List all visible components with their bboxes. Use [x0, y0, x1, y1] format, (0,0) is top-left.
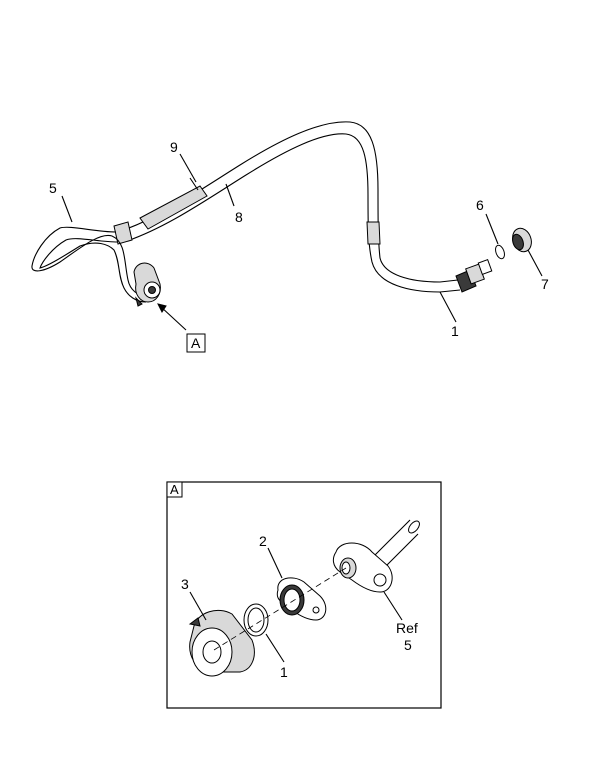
detail-fitting-3 — [188, 610, 255, 677]
detail-label-box — [166, 481, 183, 498]
detail-callout-1: 1 — [280, 664, 288, 680]
callout-6: 6 — [476, 197, 484, 213]
hose-outline-bottom — [123, 133, 461, 293]
detail-label: A — [170, 482, 179, 497]
leader-lines-main — [61, 153, 543, 331]
tube-flange — [133, 262, 161, 307]
detail-view-a: A — [166, 481, 442, 709]
callout-7: 7 — [541, 276, 549, 292]
detail-callout-3: 3 — [181, 576, 189, 592]
callout-8: 8 — [235, 209, 243, 225]
callout-9: 9 — [170, 139, 178, 155]
detail-callout-ref: Ref — [396, 620, 418, 636]
hose-end-fitting — [455, 259, 493, 293]
view-ref-label: A — [191, 335, 201, 351]
leader-lines-detail — [189, 547, 403, 663]
tube-5-inner — [39, 238, 147, 303]
hose-band — [366, 221, 381, 245]
callout-5: 5 — [49, 180, 57, 196]
hose-assembly — [31, 121, 532, 307]
tube-5-outer — [31, 226, 147, 297]
detail-callout-ref-num: 5 — [404, 637, 412, 653]
hose-sleeve — [139, 185, 208, 230]
view-ref-box — [186, 333, 206, 353]
callout-1: 1 — [451, 323, 459, 339]
sleeve-clamp — [189, 177, 199, 191]
detail-o-ring-1 — [243, 603, 269, 637]
o-ring-6 — [495, 244, 505, 260]
nut-7 — [512, 227, 532, 253]
detail-callout-2: 2 — [259, 533, 267, 549]
detail-centerline — [213, 567, 347, 651]
hose-clamp — [113, 221, 133, 245]
hose-outline-top — [117, 121, 459, 283]
detail-gasket-2 — [276, 577, 327, 621]
